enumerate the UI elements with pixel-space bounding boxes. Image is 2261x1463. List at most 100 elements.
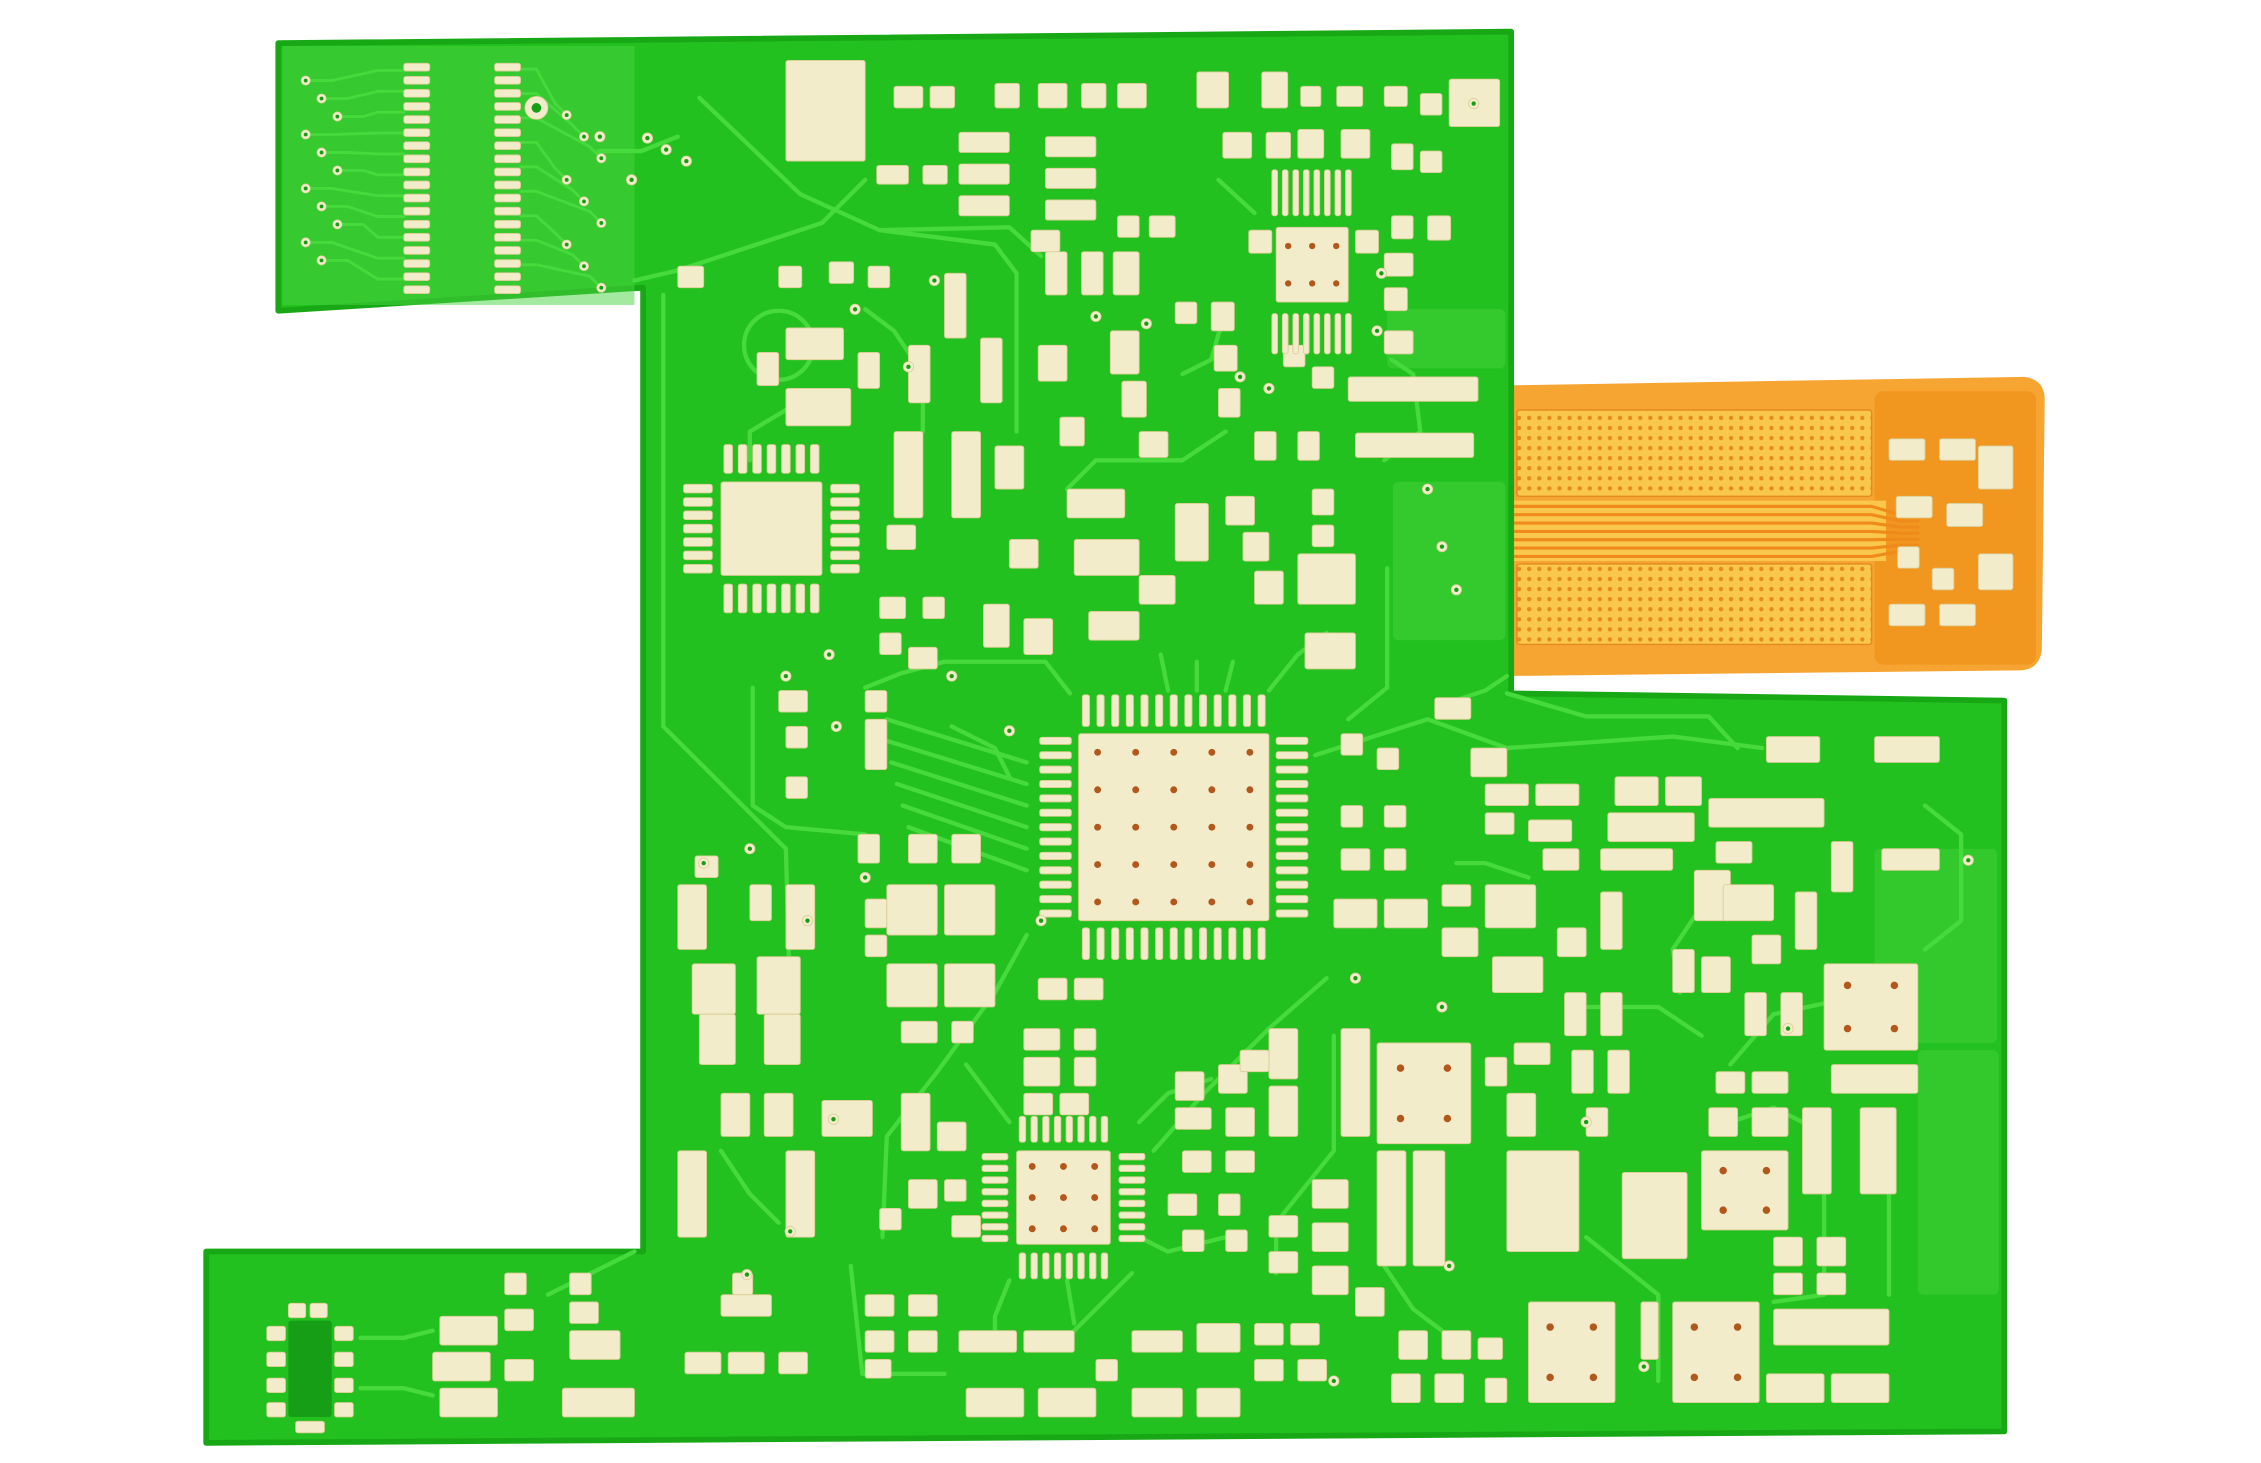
main-qfn-pin <box>1257 927 1266 960</box>
via-hole <box>684 158 689 164</box>
stiffener-pad <box>1888 603 1926 627</box>
smd-pad <box>778 690 808 713</box>
smd-pad <box>1830 841 1854 893</box>
via <box>1091 1162 1099 1170</box>
small-qfn-pin <box>1053 1252 1062 1280</box>
via-hole <box>629 177 634 182</box>
via-hole <box>701 860 706 866</box>
via-hole <box>319 258 324 263</box>
smd-pad <box>1117 83 1147 109</box>
trace <box>888 760 1029 808</box>
smd-pad <box>1484 812 1515 835</box>
smd-pad <box>1131 1387 1183 1418</box>
smd-pad <box>1073 1056 1097 1087</box>
via <box>1443 1114 1452 1123</box>
smd-pad <box>893 85 924 109</box>
aux-qfn-pin <box>830 523 860 534</box>
connector-finger <box>403 233 431 242</box>
smd-pad <box>1419 150 1443 174</box>
aux-qfn-pin <box>683 483 713 494</box>
smd-pad <box>785 59 866 162</box>
smd-pad <box>908 344 931 404</box>
connector-finger <box>403 141 431 151</box>
trace <box>963 1062 1012 1125</box>
trace <box>1064 1278 1077 1326</box>
flex-cable <box>1496 376 2045 677</box>
smd-pad <box>1121 380 1147 418</box>
smd-pad <box>879 1207 902 1231</box>
via <box>1733 1373 1742 1382</box>
connector-finger <box>494 259 521 268</box>
soic-pin <box>1334 169 1342 217</box>
smd-pad <box>1311 1222 1349 1252</box>
smd-pad <box>785 327 844 361</box>
smd-pad <box>1722 884 1775 922</box>
aux-qfn-pin <box>683 563 713 574</box>
main-qfn-pin <box>1081 927 1090 960</box>
trace <box>750 685 868 837</box>
smd-pad <box>1600 891 1623 950</box>
smd-pad <box>1506 1092 1537 1137</box>
smd-pad <box>1355 432 1475 458</box>
via-hole <box>747 846 753 851</box>
main-qfn-pin <box>1125 927 1134 960</box>
smd-pad <box>864 1330 895 1353</box>
via-hole <box>335 168 340 173</box>
small-qfn-pin <box>981 1234 1009 1243</box>
main-qfn-pin <box>1140 694 1149 727</box>
via <box>1589 1323 1598 1331</box>
trace <box>1158 652 1171 693</box>
via-hole <box>1446 1263 1452 1269</box>
smd-pad <box>1066 488 1126 519</box>
ic-pin <box>334 1325 354 1342</box>
smd-pad <box>886 884 938 936</box>
small-qfn-pin <box>1053 1115 1062 1143</box>
via <box>1028 1225 1036 1233</box>
smd-pad <box>944 272 967 339</box>
trace <box>1136 1234 1228 1254</box>
smd-pad <box>698 1013 736 1065</box>
via-hole <box>564 113 569 118</box>
via-hole <box>303 240 308 245</box>
smd-pad <box>785 1150 816 1238</box>
trace <box>335 110 406 118</box>
aux-qfn-pin <box>781 444 791 474</box>
smd-pad <box>1297 431 1320 461</box>
trace <box>1500 521 1920 529</box>
smd-pad <box>908 1294 938 1317</box>
trace <box>632 177 868 283</box>
via-hole <box>862 875 868 880</box>
via <box>1132 861 1140 869</box>
connector-finger <box>494 246 521 255</box>
smd-pad <box>785 776 808 799</box>
smd-pad <box>504 1358 534 1382</box>
smd-pad <box>569 1301 599 1324</box>
stiffener-pad <box>1977 445 2014 490</box>
trace <box>1346 566 1390 722</box>
smd-pad <box>1874 736 1940 763</box>
smd-pad <box>908 1179 938 1209</box>
via <box>1246 786 1254 794</box>
smd-pad <box>1477 1337 1503 1360</box>
small-qfn-pin <box>1077 1115 1085 1143</box>
smd-pad <box>1528 819 1573 842</box>
smd-pad <box>922 165 948 185</box>
aux-qfn-pin <box>723 444 733 474</box>
via <box>1309 242 1316 250</box>
via-hole <box>1583 1119 1589 1125</box>
copper-pour-patch <box>1387 309 1506 369</box>
smd-pad <box>1225 1150 1255 1173</box>
trace <box>519 140 569 182</box>
trace <box>335 169 406 177</box>
connector-finger <box>403 167 431 177</box>
smd-pad <box>1138 431 1169 458</box>
ic-pin <box>266 1325 286 1342</box>
via-hole <box>599 285 604 290</box>
smd-pad <box>1059 1092 1090 1116</box>
smd-pad <box>965 1387 1025 1418</box>
via-hole <box>932 278 937 283</box>
trace <box>304 69 406 82</box>
trace <box>320 89 406 100</box>
stiffener-pad <box>1888 438 1926 461</box>
main-qfn-pin <box>1228 694 1237 727</box>
